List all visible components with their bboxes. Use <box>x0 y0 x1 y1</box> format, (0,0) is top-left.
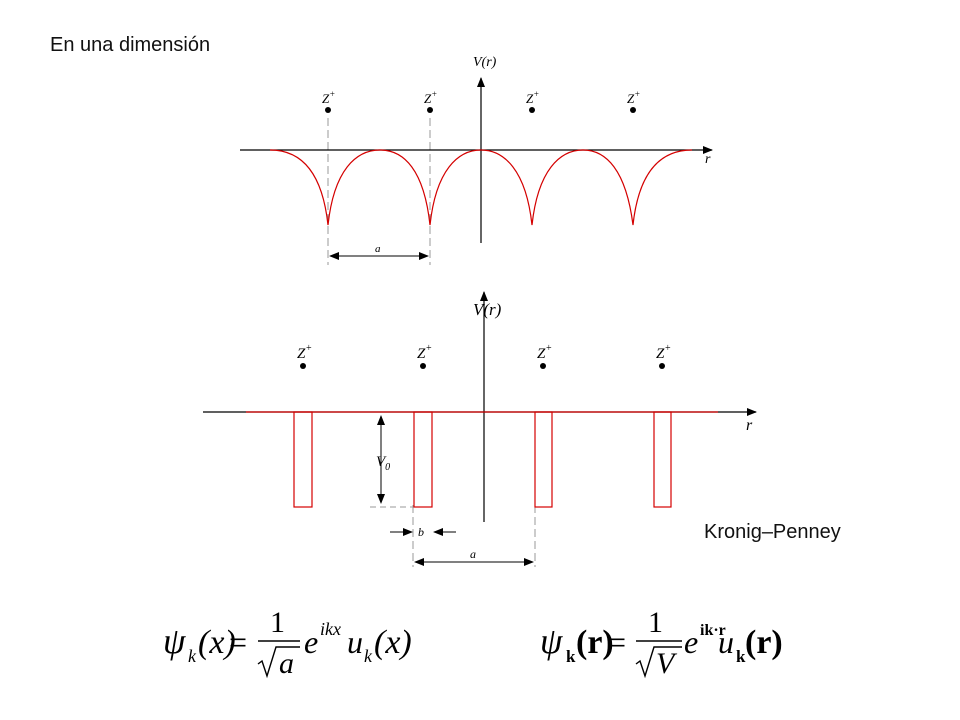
ion-dot <box>659 363 665 369</box>
ion-label: Z+ <box>417 343 432 362</box>
x-axis-label: r <box>705 152 711 167</box>
ion-dot <box>427 107 433 113</box>
y-axis-label: V(r) <box>473 55 497 70</box>
u-argument: (r) <box>745 624 783 661</box>
u-subscript: k <box>736 647 746 666</box>
potential-well <box>293 411 313 508</box>
ion-label: Z+ <box>627 89 640 106</box>
equals-sign: = <box>608 624 626 660</box>
bloch-equation-3d: ψ k (r) = 1 V e ik·r u k (r) <box>540 606 783 680</box>
spacing-label: a <box>375 243 381 255</box>
ion-label: Z+ <box>297 343 312 362</box>
width-label: b <box>418 525 424 539</box>
slide-title: En una dimensión <box>50 34 211 56</box>
psi-subscript: k <box>566 647 576 666</box>
ion-label: Z+ <box>424 89 437 106</box>
model-caption: Kronig–Penney <box>704 521 841 543</box>
potential-well <box>653 411 672 508</box>
ion-dot <box>630 107 636 113</box>
u-function: u <box>718 624 734 660</box>
ion-label: Z+ <box>526 89 539 106</box>
fraction-numerator: 1 <box>270 606 285 639</box>
depth-label: V0 <box>376 454 390 473</box>
psi-argument: (x) <box>198 624 236 661</box>
diagram-coulomb: Z+ Z+ Z+ Z+ V(r) r a <box>240 55 713 265</box>
sqrt-sign <box>635 646 682 679</box>
y-axis-label: V(r) <box>473 300 502 319</box>
coulomb-potential-curve <box>269 149 693 226</box>
ion-dot <box>325 107 331 113</box>
fraction-numerator: 1 <box>648 606 663 639</box>
ion-label: Z+ <box>537 343 552 362</box>
psi-subscript: k <box>188 646 197 666</box>
bloch-equation-1d: ψ k (x) = 1 a e ikx u k (x) <box>163 606 412 680</box>
exp-base: e <box>684 624 698 660</box>
exponent: ikx <box>320 619 341 639</box>
x-axis-label: r <box>746 417 753 434</box>
potential-well <box>534 411 553 508</box>
psi-symbol: ψ <box>163 621 186 661</box>
u-subscript: k <box>364 646 373 666</box>
equals-sign: = <box>229 624 247 660</box>
u-argument: (x) <box>374 624 412 661</box>
ion-dot <box>529 107 535 113</box>
ion-dot <box>300 363 306 369</box>
u-function: u <box>347 624 363 660</box>
exp-base: e <box>304 624 318 660</box>
psi-symbol: ψ <box>540 621 563 661</box>
fraction-denominator: V <box>656 647 678 680</box>
diagram-kronig-penney: Z+ Z+ Z+ Z+ V(r) r V0 b a <box>203 291 757 567</box>
fraction-denominator: a <box>279 647 294 680</box>
exponent: ik·r <box>700 622 726 639</box>
spacing-label: a <box>470 547 476 561</box>
potential-well <box>413 411 433 508</box>
sqrt-sign <box>257 646 300 679</box>
psi-argument: (r) <box>576 624 614 661</box>
ion-dot <box>540 363 546 369</box>
ion-dot <box>420 363 426 369</box>
ion-label: Z+ <box>656 343 671 362</box>
ion-label: Z+ <box>322 89 335 106</box>
